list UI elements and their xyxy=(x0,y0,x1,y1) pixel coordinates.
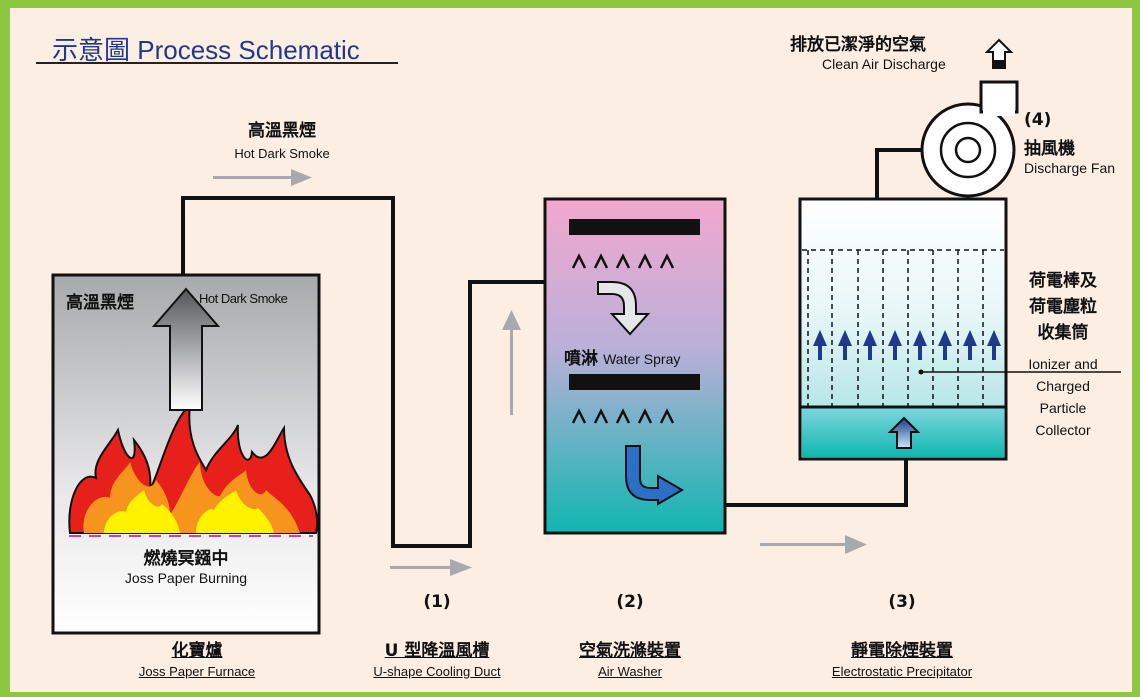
ionizer-label-zh1: 荷電棒及 xyxy=(1029,271,1097,291)
fan-icon xyxy=(920,80,1019,198)
stage-1-number: (1) xyxy=(423,592,451,612)
smoke-label-en: Hot Dark Smoke xyxy=(234,146,330,161)
ionizer-label-zh3: 收集筒 xyxy=(1037,323,1089,343)
fan-label-zh: 抽風機 xyxy=(1024,139,1075,159)
ionizer-arrows xyxy=(813,330,1001,360)
stage-2-number: (2) xyxy=(616,592,644,612)
chevron-row-icon xyxy=(571,253,675,424)
page-title: 示意圖 Process Schematic xyxy=(52,35,360,66)
up-arrow-icon xyxy=(984,38,1014,69)
fan-label-en: Discharge Fan xyxy=(1024,160,1116,176)
flow-arrows xyxy=(213,169,867,576)
ionizer-label-en2: Charged xyxy=(1036,378,1090,394)
stage-0-name-zh: 化寶爐 xyxy=(171,641,223,661)
collector-plates xyxy=(807,250,984,407)
ionizer-label-en1: Ionizer and xyxy=(1028,356,1098,372)
discharge-label-zh: 排放已潔淨的空氣 xyxy=(790,35,926,55)
curved-right-arrow-icon xyxy=(625,445,684,506)
ionizer-label-en3: Particle xyxy=(1039,400,1087,416)
stage-3-name-zh: 靜電除煙裝置 xyxy=(851,641,953,661)
connecting-pipe xyxy=(725,459,908,507)
smoke-label-zh: 高溫黑煙 xyxy=(248,121,316,141)
ionizer-label-en4: Collector xyxy=(1035,422,1091,438)
stage-3-number: (3) xyxy=(888,592,916,612)
stage-0-name-en: Joss Paper Furnace xyxy=(138,664,256,679)
fan-number: (4) xyxy=(1024,110,1052,130)
stage-2-name-en: Air Washer xyxy=(598,664,662,679)
up-arrow-icon xyxy=(887,416,921,449)
title-underline xyxy=(36,62,398,64)
spray-bar-top xyxy=(569,219,700,235)
furnace-smoke-zh: 高溫黑煙 xyxy=(66,293,134,313)
furnace-smoke-en: Hot Dark Smoke xyxy=(199,291,288,306)
ionizer-label-zh2: 荷電塵粒 xyxy=(1029,297,1097,317)
curved-down-arrow-icon xyxy=(597,281,651,336)
stage-1-name-zh: U 型降溫風槽 xyxy=(384,641,490,661)
up-arrow-icon xyxy=(151,287,221,411)
stage-3-name-en: Electrostatic Precipitator xyxy=(831,664,973,679)
spray-bar-bottom xyxy=(569,374,700,390)
flame-icon xyxy=(68,402,319,534)
burning-label-en: Joss Paper Burning xyxy=(124,570,248,586)
fan-inlet-pipe xyxy=(875,148,922,199)
u-shape-duct xyxy=(181,196,545,548)
stage-2-name-zh: 空氣洗滌裝置 xyxy=(579,641,681,661)
discharge-label-en: Clean Air Discharge xyxy=(822,56,946,72)
burning-label-zh: 燃燒冥鏹中 xyxy=(143,549,229,569)
water-spray-label: 噴淋 Water Spray xyxy=(564,349,681,369)
stage-1-name-en: U-shape Cooling Duct xyxy=(373,664,501,679)
